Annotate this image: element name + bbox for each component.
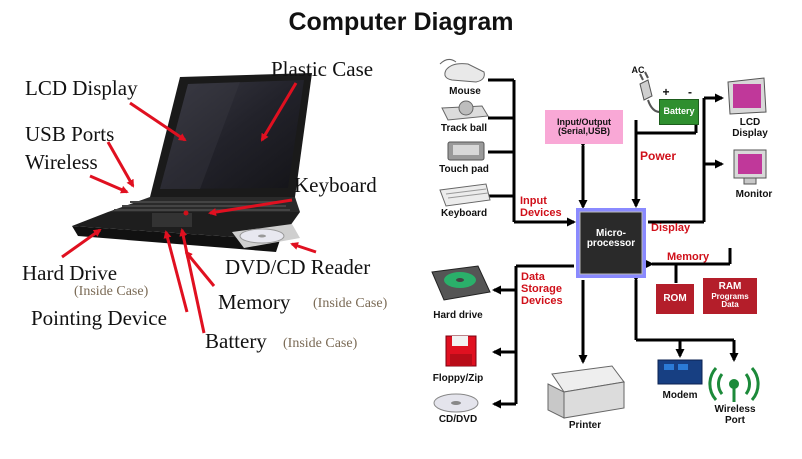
wireless-port-line2: Port (725, 415, 745, 426)
label-input-devices: Input Devices (520, 195, 562, 219)
label-hard-drive: Hard Drive (22, 261, 118, 285)
keyboard-icon (439, 183, 491, 207)
storage-line3: Devices (521, 295, 563, 308)
microprocessor-chip (576, 208, 646, 278)
storage-line2: Storage (521, 283, 562, 296)
connector-lines (488, 78, 739, 409)
hard-drive-icon (431, 265, 491, 301)
storage-line1: Data (521, 271, 545, 283)
mouse-icon (439, 58, 485, 83)
trackpoint (183, 210, 189, 216)
ac-plug-icon (639, 71, 661, 113)
label-display: Display (651, 222, 691, 234)
label-printer: Printer (568, 420, 602, 431)
floppy-icon (445, 335, 477, 367)
trackball-icon (441, 100, 489, 121)
label-lcd-display-device: LCD Display (728, 117, 772, 139)
wireless-port-icon (708, 367, 760, 402)
input-output-box: Input/Output (Serial,USB) (545, 110, 623, 144)
laptop-screen (150, 73, 312, 197)
touchpad-icon (447, 141, 485, 161)
label-memory-note: (Inside Case) (313, 296, 388, 311)
laptop-dvd-tray (232, 224, 300, 248)
label-lcd-display: LCD Display (25, 76, 138, 100)
microprocessor-label: Micro- processor (580, 224, 642, 254)
lcd-line2: Display (732, 128, 768, 139)
label-data-storage-devices: Data Storage Devices (521, 271, 563, 307)
battery-plus: + (662, 85, 670, 99)
label-keyboard-device: Keyboard (440, 208, 488, 219)
label-dvd-cd-reader: DVD/CD Reader (225, 255, 371, 279)
monitor-icon (733, 149, 767, 185)
label-keyboard: Keyboard (294, 173, 377, 197)
label-mouse: Mouse (449, 86, 481, 97)
wireless-port-line1: Wireless (714, 404, 756, 415)
laptop-pointer-arrows (61, 82, 317, 334)
label-plastic-case: Plastic Case (271, 57, 374, 81)
input-devices-line1: Input (520, 195, 547, 207)
lcd-display-icon (727, 77, 767, 115)
ram-line1: RAM (718, 281, 742, 293)
label-battery-note: (Inside Case) (283, 336, 358, 351)
label-pointing-device: Pointing Device (31, 306, 167, 330)
laptop-touchpad (152, 213, 192, 227)
label-wireless-port: Wireless Port (708, 404, 762, 426)
label-cd-dvd: CD/DVD (438, 414, 478, 425)
rom-box: ROM (656, 284, 694, 314)
label-memory-bus: Memory (667, 251, 710, 263)
modem-icon (657, 359, 703, 385)
cd-icon (433, 393, 479, 413)
laptop-keys (114, 201, 290, 211)
label-wireless: Wireless (25, 150, 98, 174)
io-line2: (Serial,USB) (557, 126, 610, 136)
laptop-base (72, 197, 300, 252)
io-line1: Input/Output (557, 116, 611, 127)
cpu-line1: Micro- (595, 227, 626, 239)
label-modem: Modem (662, 390, 698, 401)
label-battery: Battery (205, 329, 267, 353)
cpu-line2: processor (586, 238, 636, 249)
label-power: Power (640, 149, 677, 163)
label-monitor: Monitor (735, 189, 773, 200)
label-track-ball: Track ball (440, 123, 488, 134)
ram-box: RAM Programs Data (703, 278, 757, 314)
diagram-title: Computer Diagram (288, 8, 514, 36)
label-hard-drive-device: Hard drive (433, 310, 483, 321)
label-usb-ports: USB Ports (25, 122, 115, 146)
ram-line2: Programs (711, 291, 749, 301)
printer-icon (547, 365, 625, 419)
label-hard-drive-note: (Inside Case) (74, 284, 149, 299)
lcd-line1: LCD (739, 117, 761, 128)
input-devices-line2: Devices (520, 207, 562, 220)
label-touch-pad: Touch pad (439, 164, 489, 175)
label-memory: Memory (218, 290, 291, 314)
ram-line3: Data (721, 300, 739, 310)
label-ac: AC (631, 65, 645, 75)
battery-box: Battery (659, 99, 699, 125)
label-floppy-zip: Floppy/Zip (432, 373, 484, 384)
battery-minus: - (688, 85, 692, 99)
